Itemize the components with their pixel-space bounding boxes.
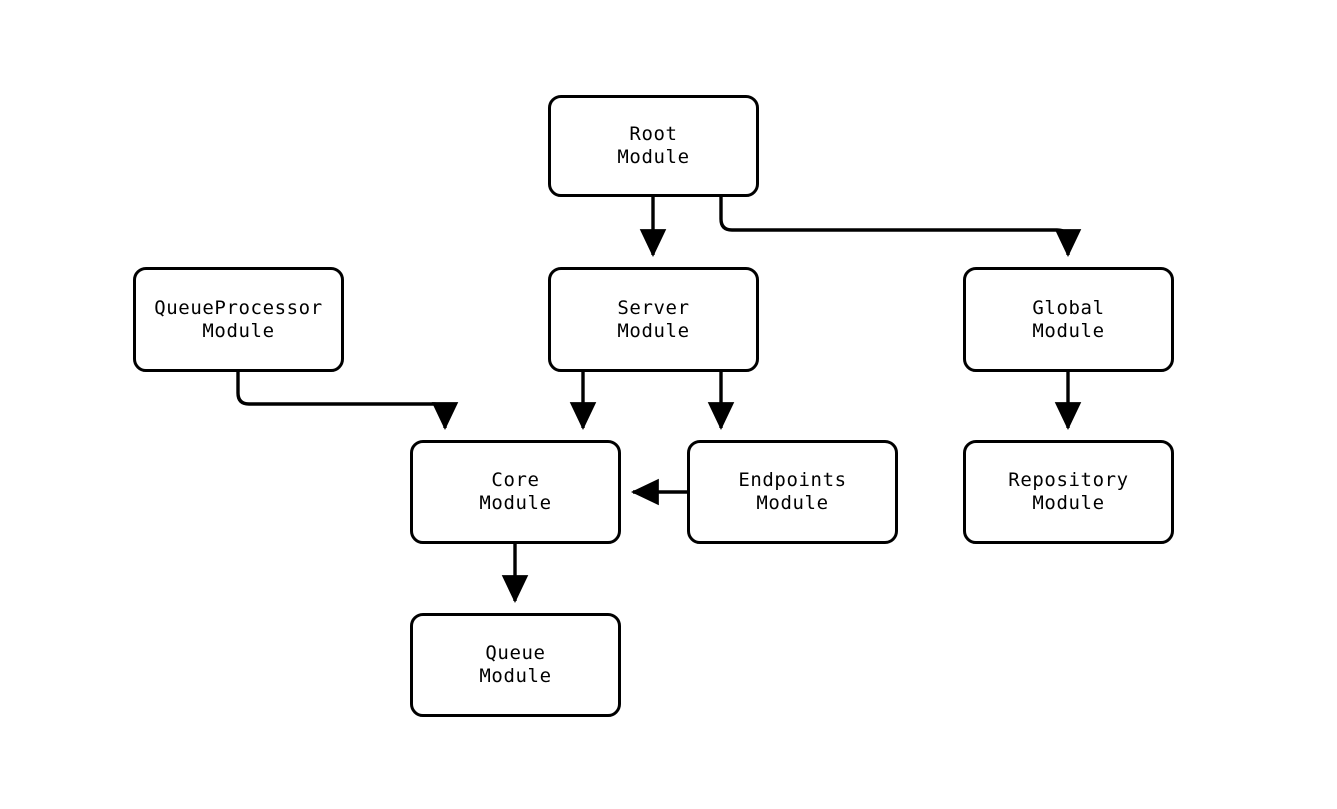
node-core-label-line1: Core xyxy=(491,469,540,491)
node-global-label-line2: Module xyxy=(1032,319,1105,342)
node-repository[interactable]: Repository Module xyxy=(963,440,1174,544)
node-server-label-line2: Module xyxy=(617,319,690,342)
node-queue-label-line2: Module xyxy=(479,665,552,687)
node-server-label-line1: Server xyxy=(617,296,690,319)
node-queue[interactable]: Queue Module xyxy=(410,613,621,717)
node-endpoints[interactable]: Endpoints Module xyxy=(687,440,898,544)
node-queueprocessor[interactable]: QueueProcessor Module xyxy=(133,267,344,372)
node-queue-label-line1: Queue xyxy=(485,642,546,664)
node-core[interactable]: Core Module xyxy=(410,440,621,544)
node-endpoints-label-line1: Endpoints xyxy=(738,469,847,491)
node-repository-label-line2: Module xyxy=(1032,492,1105,514)
node-endpoints-label-line2: Module xyxy=(756,492,829,514)
node-core-label-line2: Module xyxy=(479,492,552,514)
node-root-label-line2: Module xyxy=(617,146,690,168)
node-repository-label-line1: Repository xyxy=(1008,469,1129,491)
node-global[interactable]: Global Module xyxy=(963,267,1174,372)
node-root[interactable]: Root Module xyxy=(548,95,759,197)
node-root-label-line1: Root xyxy=(629,123,678,145)
node-queueprocessor-label-line1: QueueProcessor xyxy=(154,296,323,319)
node-queueprocessor-label-line2: Module xyxy=(202,319,275,342)
node-global-label-line1: Global xyxy=(1032,296,1105,319)
edge-queueprocessor-to-core xyxy=(236,372,459,431)
edge-root-to-global xyxy=(719,197,1082,258)
node-server[interactable]: Server Module xyxy=(548,267,759,372)
